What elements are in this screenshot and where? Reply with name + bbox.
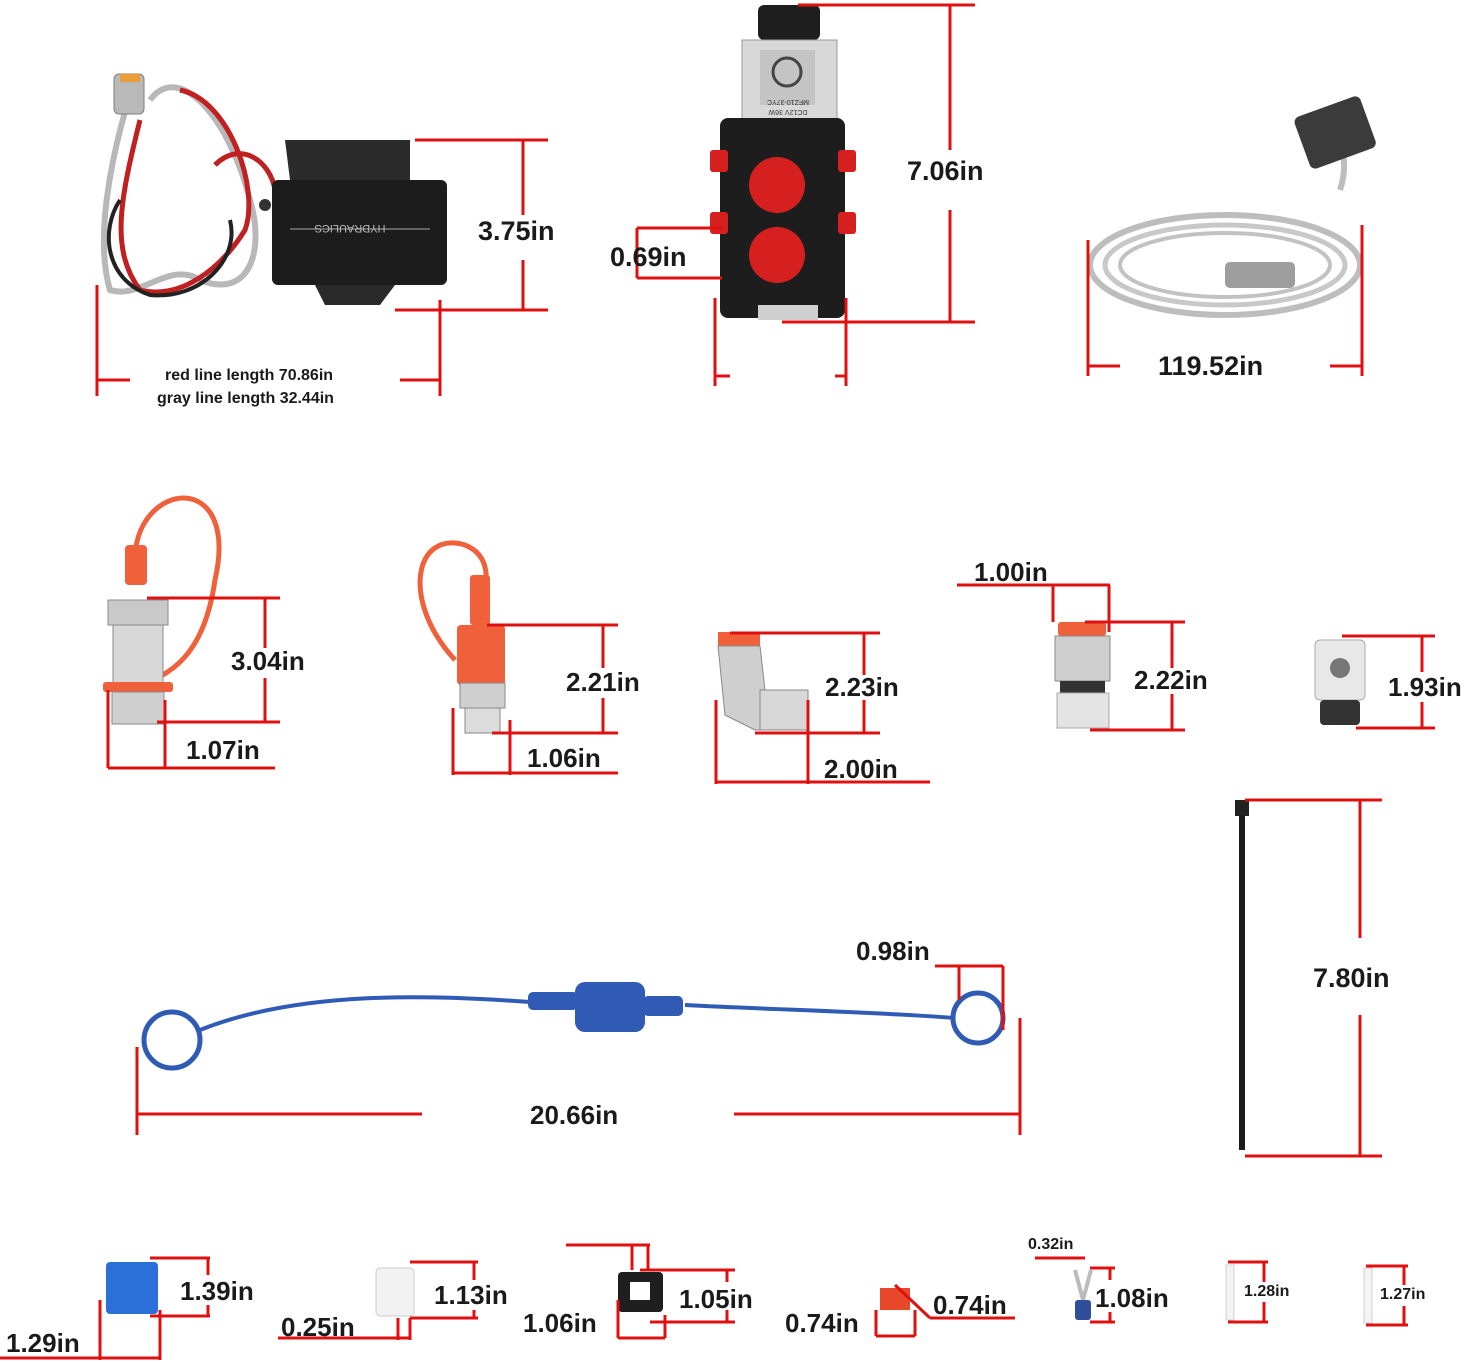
fork-top-label: 0.32in: [1028, 1236, 1074, 1253]
gasket-height-label: 1.05in: [679, 1284, 753, 1314]
fuse-height-label: 0.74in: [933, 1290, 1007, 1320]
fuse-width-label: 0.74in: [785, 1308, 859, 1338]
straight-height-label: 2.22in: [1134, 665, 1208, 695]
hydraulics-box: [272, 180, 447, 285]
clip-b-height-label: 1.27in: [1380, 1286, 1426, 1303]
female-coupler: [103, 495, 222, 725]
female-coupler-width-label: 1.07in: [186, 735, 260, 765]
cable-length-label: 119.52in: [1158, 351, 1264, 381]
zip-tie-length-label: 7.80in: [1313, 963, 1390, 993]
dimension-lines: [0, 3, 1435, 1360]
clip-a-height-label: 1.28in: [1244, 1283, 1290, 1300]
blue-cap: [575, 982, 645, 1032]
port-plug-lower: [749, 227, 805, 283]
tap-connector: [106, 1262, 158, 1314]
zip-tie: [1235, 800, 1249, 1150]
tether-ring-label: 0.98in: [856, 936, 930, 966]
valve-height-label: 7.06in: [907, 156, 984, 186]
tap-height-label: 1.39in: [180, 1276, 254, 1306]
coil-text-2: DC12V 36W: [768, 108, 807, 115]
male-coupler-width-label: 1.06in: [527, 743, 601, 773]
blue-dust-cap-tether: [141, 982, 1006, 1071]
female-coupler-height-label: 3.04in: [231, 646, 305, 676]
white-clip: [375, 1267, 415, 1317]
coil-cable: [1087, 96, 1376, 318]
gasket-width-label: 1.06in: [523, 1308, 597, 1338]
elbow-width-label: 2.00in: [824, 754, 898, 784]
male-coupler: [417, 540, 506, 734]
gray-line-note: gray line length 32.44in: [157, 390, 334, 407]
tether-length-label: 20.66in: [530, 1100, 619, 1130]
elbow-fitting: [717, 632, 809, 731]
elbow-height-label: 2.23in: [825, 672, 899, 702]
red-line-note: red line length 70.86in: [165, 367, 334, 384]
straight-fitting: [1054, 622, 1111, 729]
fuse: [880, 1288, 910, 1310]
plug-height-label: 1.93in: [1388, 672, 1462, 702]
box-label: HYDRAULICS: [315, 222, 386, 234]
fork-height-label: 1.08in: [1095, 1283, 1169, 1313]
straight-top-label: 1.00in: [974, 557, 1048, 587]
clip-width-label: 0.25in: [281, 1312, 355, 1342]
connector-plug: [1314, 639, 1366, 725]
selector-valve: [710, 5, 856, 320]
coil-text-1: MFZ10-37YC: [767, 98, 809, 105]
tap-width-label: 1.29in: [6, 1328, 80, 1358]
control-box-harness: [100, 73, 447, 305]
valve-port-label: 0.69in: [610, 242, 687, 272]
box-height-label: 3.75in: [478, 216, 555, 246]
clip-height-label: 1.13in: [434, 1280, 508, 1310]
male-coupler-height-label: 2.21in: [566, 667, 640, 697]
fork-terminal: [1073, 1269, 1093, 1308]
port-plug-upper: [749, 157, 805, 213]
